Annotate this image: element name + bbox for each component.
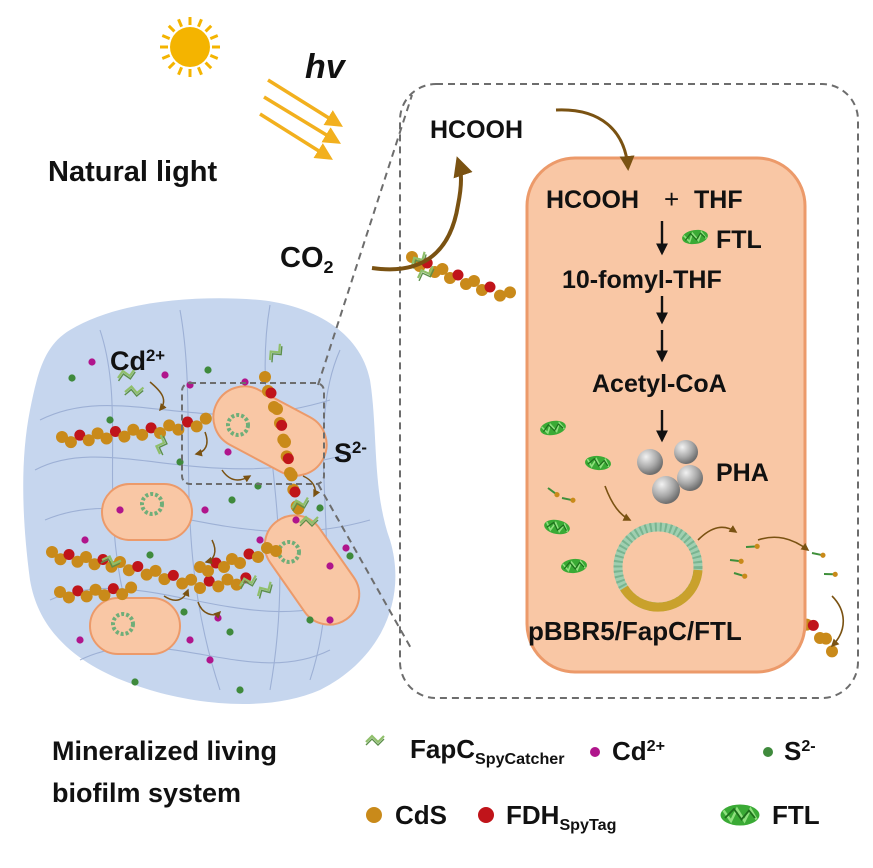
co2-label: CO2: [280, 242, 334, 278]
zoom-lines: [317, 94, 413, 651]
s-ion-label: S2-: [334, 437, 367, 468]
plasmid-ring: [613, 522, 703, 612]
legend-s-label: S2-: [784, 736, 816, 766]
plasmid-label: pBBR5/FapC/FTL: [528, 616, 742, 646]
legend-fdh-dot: [478, 807, 494, 823]
pathway-plus: +: [664, 184, 680, 214]
hcooh-outside-label: HCOOH: [430, 116, 524, 144]
pathway-10-formyl-thf: 10-fomyl-THF: [562, 266, 722, 294]
legend-fdh-label: FDHSpyTag: [506, 800, 617, 834]
hv-label: hv: [305, 48, 345, 86]
legend-s-dot: [763, 747, 773, 757]
transport-arrows: [604, 485, 845, 648]
legend-cds-dot: [366, 807, 382, 823]
biofilm-small-arrows: [149, 381, 321, 619]
light-arrows: [259, 78, 343, 160]
co2-to-hcooh-arrow: [371, 156, 473, 272]
natural-light-label: Natural light: [48, 156, 218, 188]
legend-fapc-icon: [364, 734, 386, 747]
legend-cds-label: CdS: [395, 800, 447, 830]
legend-system-line1: Mineralized living: [52, 736, 278, 766]
hcooh-into-cell-arrow: [555, 108, 635, 171]
zoom-panel: [399, 83, 859, 699]
legend-cd-dot: [590, 747, 600, 757]
ions: [68, 358, 354, 694]
legend-system-line2: biofilm system: [52, 778, 242, 808]
pathway-pha: PHA: [716, 459, 769, 487]
pathway-hcooh: HCOOH: [546, 186, 640, 214]
large-cell: [525, 156, 807, 674]
legend-cd-label: Cd2+: [612, 736, 666, 766]
zoom-region: [181, 382, 325, 485]
pathway-ftl: FTL: [716, 226, 762, 254]
legend-fapc-label: FapCSpyCatcher: [410, 734, 565, 768]
sun-icon: [160, 17, 220, 77]
legend-ftl-label: FTL: [772, 800, 820, 830]
cd-ion-label: Cd2+: [110, 345, 166, 376]
pathway-thf: THF: [694, 186, 743, 214]
pha-granules: [637, 440, 703, 504]
pathway-acetyl-coa: Acetyl-CoA: [592, 370, 727, 398]
legend-ftl-icon: [719, 803, 761, 827]
